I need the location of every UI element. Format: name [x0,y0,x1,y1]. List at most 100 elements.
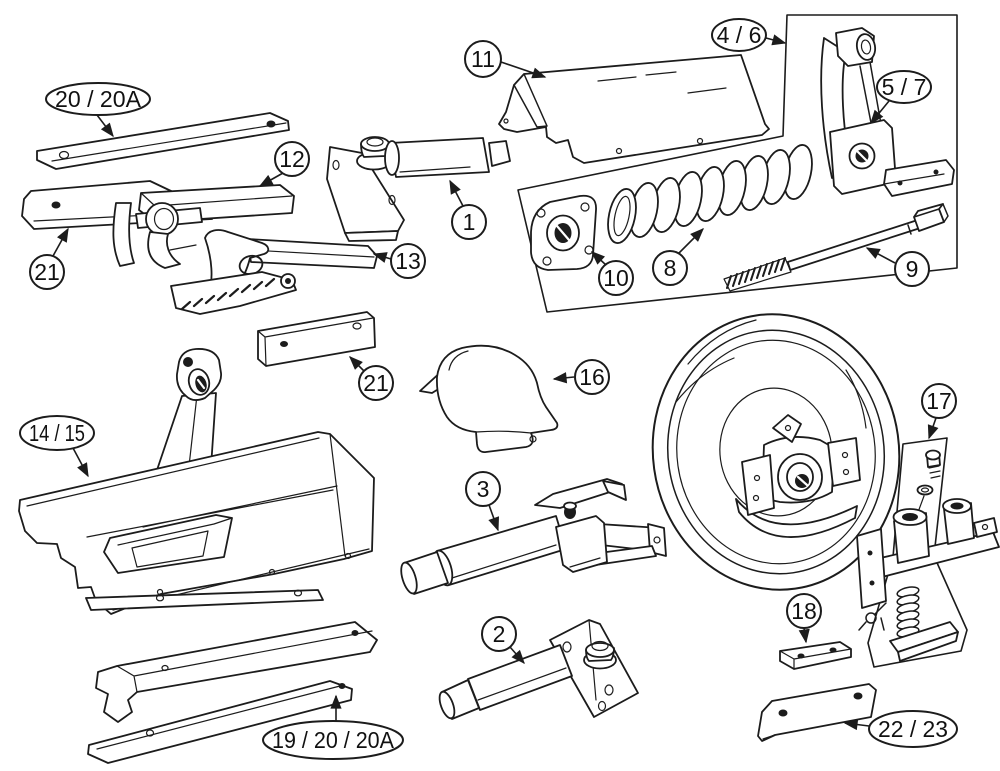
callout-bubble [45,82,151,116]
callout-bubble [598,260,634,296]
callout-8: 8 [652,228,704,286]
part-cover-11 [498,54,770,164]
callout-label: 19 / 20 / 20A [272,727,395,753]
callout-label: 13 [395,248,421,274]
callout-4-6: 4 / 6 [711,18,787,52]
part-clamp-assembly [112,184,378,315]
callout-bubble [868,710,958,748]
leader-arrow [798,627,810,644]
part-guard-14-15 [18,431,375,615]
callout-label: 14 / 15 [29,420,85,446]
leader-arrow [509,646,525,665]
part-rail-assembly-19-20-20a [85,589,378,764]
part-shim-18 [779,641,852,670]
callout-3: 3 [465,471,501,532]
callout-bubble [574,359,610,395]
leader-arrow [843,719,870,731]
leader-arrow [72,447,89,478]
callout-bubble [29,254,65,290]
leader-arrow [865,247,896,264]
part-plate-21-mid [257,311,376,367]
leader-arrow [927,417,939,440]
callout-18: 18 [786,593,822,644]
callout-bubble [358,365,394,401]
callout-label: 5 / 7 [882,74,927,100]
callout-bubble [19,415,95,451]
callout-9: 9 [865,247,930,287]
part-flange-10 [530,194,597,271]
callout-21-mid: 21 [349,356,394,401]
part-pivot-bracket-5-7 [820,27,955,197]
callout-bubble [481,616,517,652]
leader-arrow [552,372,575,384]
leader-arrow [765,34,787,46]
callout-11: 11 [464,40,547,79]
callout-label: 16 [579,364,605,390]
callout-16: 16 [552,359,610,395]
callout-17: 17 [921,383,957,440]
leader-arrow [52,227,69,257]
callout-2: 2 [481,616,525,665]
callout-22-23: 22 / 23 [843,710,958,748]
part-idler-wheel [651,313,901,591]
callout-label: 3 [477,476,490,502]
callout-bubble [876,70,932,104]
callout-bubble [894,251,930,287]
leader-arrow [488,504,500,532]
callout-13: 13 [372,243,426,279]
leader-arrow [678,228,704,254]
callout-label: 21 [363,370,389,396]
part-cylinder-2 [438,619,639,720]
callout-bubble [451,204,487,240]
callout-bubble [390,243,426,279]
leader-arrow [449,179,464,207]
callout-21-left: 21 [29,227,69,290]
callout-bubble [262,720,404,760]
part-adjusting-bolt-9 [723,203,949,292]
leader-arrow [258,172,284,187]
part-track-adjuster-3 [400,478,667,595]
enclosure-box [517,14,958,313]
callout-label: 2 [493,621,506,647]
part-wear-bar-20-20a [36,112,290,170]
callout-label: 9 [906,256,919,282]
leader-arrow [870,100,890,125]
callout-bubble [464,40,502,78]
callout-12: 12 [258,141,310,187]
leader-arrow [500,61,547,79]
callout-bubble [921,383,957,419]
callout-1: 1 [449,179,487,240]
callout-5-7: 5 / 7 [870,70,932,125]
leader-arrow [96,114,114,138]
callout-20-20a: 20 / 20A [45,82,151,138]
leader-arrow [349,356,365,372]
callout-label: 10 [603,265,629,291]
callout-label: 17 [926,388,952,414]
callout-label: 12 [279,146,305,172]
part-guard-16 [419,344,559,453]
leader-arrow [590,251,607,266]
leader-arrow [372,252,392,263]
part-plate-22-23 [757,683,877,742]
callout-19-20-20a: 19 / 20 / 20A [262,694,404,760]
callout-label: 1 [463,209,476,235]
callout-label: 20 / 20A [55,86,142,112]
part-recoil-spring-8 [607,144,813,244]
callout-10: 10 [590,251,634,296]
callout-bubble [465,471,501,507]
callout-bubble [652,250,688,286]
callout-bubble [786,593,822,629]
callout-label: 8 [664,255,677,281]
callout-label: 4 / 6 [717,22,762,48]
callout-bubble [711,18,767,52]
part-hardware-group-17 [856,437,1000,668]
callout-label: 21 [34,259,60,285]
callout-label: 22 / 23 [878,716,948,742]
part-cylinder-1 [326,136,511,242]
callout-label: 11 [471,46,495,72]
callout-14-15: 14 / 15 [19,415,95,478]
callout-bubble [274,141,310,177]
